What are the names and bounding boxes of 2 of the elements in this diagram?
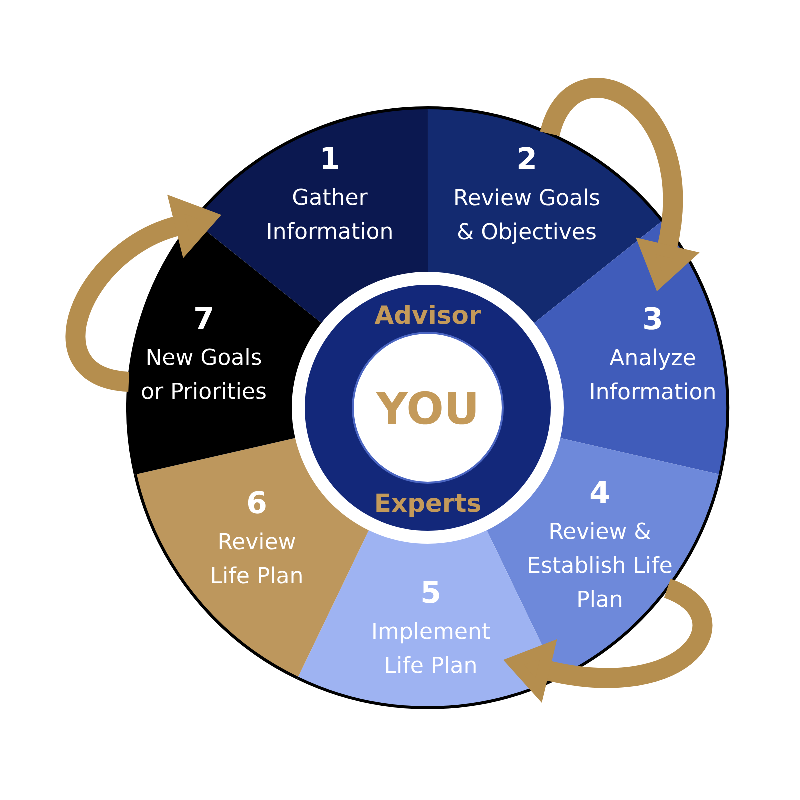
center-disc: YOU [352,332,504,484]
wheel-segment: 6 Review Life Plan [134,438,369,680]
